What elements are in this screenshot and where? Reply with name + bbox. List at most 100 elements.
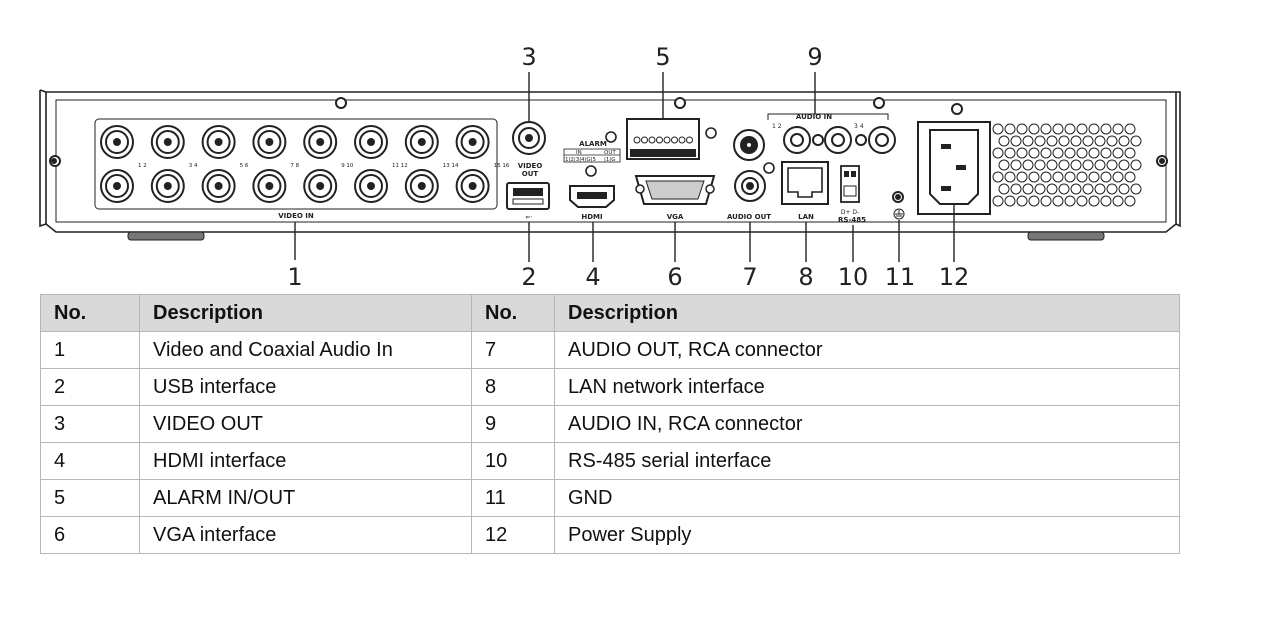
vent-hole bbox=[1052, 195, 1064, 207]
vent-hole bbox=[1112, 147, 1124, 159]
vent-hole bbox=[1088, 171, 1100, 183]
alarm-pin bbox=[671, 136, 678, 144]
header-no-left: No. bbox=[40, 294, 140, 332]
callout-12: 12 bbox=[939, 263, 970, 291]
callout-2: 2 bbox=[521, 263, 536, 291]
vent-hole bbox=[1106, 183, 1118, 195]
video-out-bnc bbox=[512, 121, 546, 155]
cell-no-right: 9 bbox=[471, 405, 555, 443]
vent-hole bbox=[1118, 135, 1130, 147]
bnc-pair-label: 7 8 bbox=[290, 163, 299, 169]
vent-hole bbox=[1082, 159, 1094, 171]
bnc-connector bbox=[150, 169, 185, 203]
cell-description-right: LAN network interface bbox=[554, 368, 1180, 406]
alarm-in-label: IN bbox=[576, 150, 582, 156]
vent-hole bbox=[1040, 195, 1052, 207]
alarm-in-numbers: 1|2|3|4|G|5 bbox=[565, 157, 597, 163]
bnc-connector bbox=[252, 125, 287, 159]
bnc-connector bbox=[201, 169, 236, 203]
cell-description-right: RS-485 serial interface bbox=[554, 442, 1180, 480]
vent-hole bbox=[1016, 147, 1028, 159]
vent-hole bbox=[1034, 135, 1046, 147]
alarm-pin bbox=[633, 136, 641, 144]
cell-no-left: 5 bbox=[40, 479, 140, 517]
vga-label: VGA bbox=[667, 213, 684, 221]
audio-in-label: AUDIO IN bbox=[796, 113, 832, 121]
port-description-table: No. Description No. Description 1 Video … bbox=[40, 294, 1180, 554]
vent-hole bbox=[1016, 171, 1028, 183]
vent-hole bbox=[1076, 147, 1088, 159]
vent-hole bbox=[1130, 135, 1142, 147]
vent-grille bbox=[992, 123, 1142, 207]
bnc-connector bbox=[150, 125, 185, 159]
vent-hole bbox=[1016, 195, 1028, 207]
vent-hole bbox=[1052, 171, 1064, 183]
vent-hole bbox=[1106, 159, 1118, 171]
feet bbox=[127, 231, 1105, 241]
vent-hole bbox=[1088, 123, 1100, 135]
table-row: 3 VIDEO OUT 9 AUDIO IN, RCA connector bbox=[40, 405, 1180, 443]
vent-hole bbox=[1106, 135, 1118, 147]
alarm-pin bbox=[648, 136, 656, 144]
vent-hole bbox=[1100, 171, 1112, 183]
vent-hole bbox=[998, 159, 1010, 171]
chassis bbox=[39, 89, 1181, 233]
cell-description-right: Power Supply bbox=[554, 516, 1180, 554]
vent-hole bbox=[1124, 171, 1136, 183]
hdmi-port bbox=[569, 185, 615, 208]
vent-hole bbox=[1052, 147, 1064, 159]
bnc-pair-label: 9 10 bbox=[341, 163, 354, 169]
vent-hole bbox=[1004, 147, 1016, 159]
vent-hole bbox=[1076, 171, 1088, 183]
header-description-right: Description bbox=[554, 294, 1180, 332]
vent-hole bbox=[1088, 147, 1100, 159]
vent-hole bbox=[1016, 123, 1028, 135]
bnc-connector bbox=[303, 169, 338, 203]
video-out-label-1: VIDEO bbox=[518, 162, 543, 170]
cell-no-left: 6 bbox=[40, 516, 140, 554]
screws bbox=[49, 97, 1168, 167]
cell-description-left: USB interface bbox=[139, 368, 472, 406]
vent-hole bbox=[1058, 159, 1070, 171]
callout-3: 3 bbox=[521, 43, 536, 71]
callout-11: 11 bbox=[885, 263, 916, 291]
callout-1: 1 bbox=[287, 263, 302, 291]
usb-icon: ⇐· bbox=[526, 214, 533, 221]
usb-port: ⇐· bbox=[506, 182, 550, 221]
vent-hole bbox=[1064, 123, 1076, 135]
table-row: 6 VGA interface 12 Power Supply bbox=[40, 516, 1180, 554]
vent-hole bbox=[1070, 183, 1082, 195]
alarm-in-out-legend: IN OUT 1|2|3|4|G|5 |1|G bbox=[563, 148, 621, 163]
vga-port bbox=[634, 175, 716, 205]
bnc-connector bbox=[455, 169, 490, 203]
callout-9: 9 bbox=[807, 43, 822, 71]
rs485-pins-label: D+ D- bbox=[841, 209, 859, 216]
audio-out-label: AUDIO OUT bbox=[727, 213, 771, 221]
table-row: 4 HDMI interface 10 RS-485 serial interf… bbox=[40, 442, 1180, 480]
table-row: 5 ALARM IN/OUT 11 GND bbox=[40, 479, 1180, 517]
bnc-pair-label: 1 2 bbox=[138, 163, 147, 169]
cell-no-right: 10 bbox=[471, 442, 555, 480]
vent-hole bbox=[1022, 159, 1034, 171]
bnc-connector bbox=[252, 169, 287, 203]
vent-hole bbox=[1070, 135, 1082, 147]
bnc-pair-label: 15 16 bbox=[494, 163, 510, 169]
bnc-connector bbox=[455, 125, 490, 159]
callout-lines bbox=[294, 72, 955, 262]
vent-hole bbox=[1004, 195, 1016, 207]
cell-no-left: 3 bbox=[40, 405, 140, 443]
vent-hole bbox=[1064, 171, 1076, 183]
vent-hole bbox=[1100, 195, 1112, 207]
callout-6: 6 bbox=[667, 263, 682, 291]
vent-hole bbox=[1118, 183, 1130, 195]
bnc-connector bbox=[303, 125, 338, 159]
vent-hole bbox=[1088, 195, 1100, 207]
vent-hole bbox=[1034, 159, 1046, 171]
alarm-terminal-block bbox=[626, 118, 700, 160]
vent-hole bbox=[1124, 147, 1136, 159]
vent-hole bbox=[998, 183, 1010, 195]
callout-10: 10 bbox=[838, 263, 869, 291]
vent-hole bbox=[1010, 183, 1022, 195]
header-no-right: No. bbox=[471, 294, 555, 332]
